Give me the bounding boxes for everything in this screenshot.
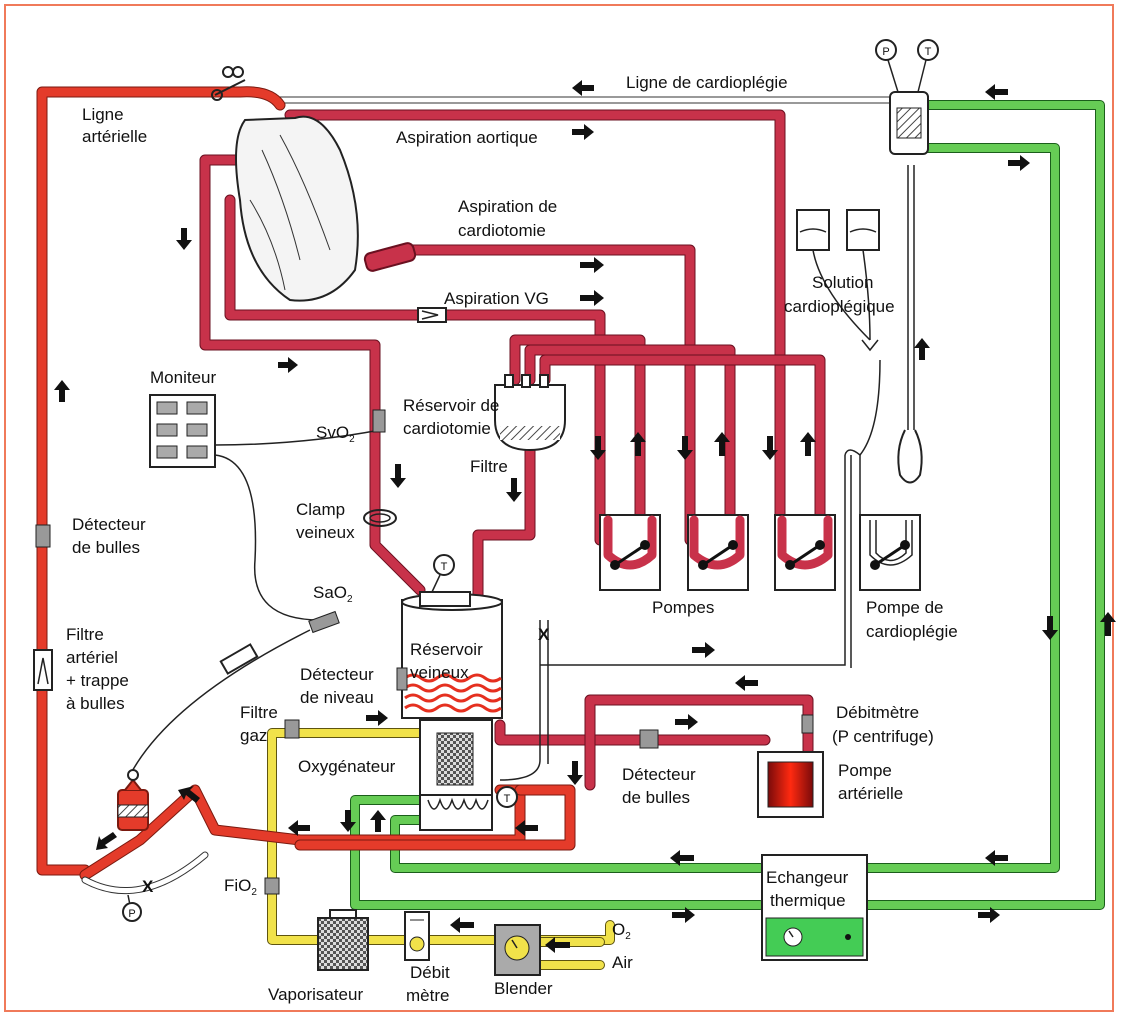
label-debitmetre: Débitmètre [836, 703, 919, 722]
arterial-line [36, 86, 576, 881]
label-o2: O2 [612, 920, 631, 942]
label-sao2: SaO2 [313, 583, 353, 605]
label-clamp-2: veineux [296, 523, 355, 542]
temperature-symbol: T [504, 793, 511, 805]
clamp-mark-pump: X [142, 877, 154, 896]
arterial-filter [117, 769, 149, 831]
monitor-icon [149, 394, 216, 468]
label-filtre-arteriel-2: artériel [66, 648, 118, 667]
vaporizer-icon [317, 909, 369, 971]
label-aspiration-aortique: Aspiration aortique [396, 128, 538, 147]
label-ligne-arterielle: Ligne [82, 105, 124, 124]
cardioplegia-bags [796, 209, 880, 352]
bubble-detector-icon [35, 524, 51, 548]
label-aspiration-vg: Aspiration VG [444, 289, 549, 308]
label-reservoir-veineux-2: veineux [410, 663, 469, 682]
labels: Ligne artérielle Ligne de cardioplégie A… [66, 73, 958, 1005]
blender-icon [494, 924, 541, 976]
label-solution-2: cardioplégique [784, 297, 895, 316]
label-detecteur-bulles: Détecteur [72, 515, 146, 534]
label-oxygenateur: Oxygénateur [298, 757, 396, 776]
label-reservoir-veineux: Réservoir [410, 640, 483, 659]
fio2-sensor-icon [264, 877, 280, 895]
label-filtre-gaz: Filtre [240, 703, 278, 722]
label-vaporisateur: Vaporisateur [268, 985, 363, 1004]
pump-roller-icon [774, 514, 836, 591]
flowmeter-icon [404, 911, 430, 961]
label-solution: Solution [812, 273, 873, 292]
label-debitmetre-2: (P centrifuge) [832, 727, 934, 746]
venous-lines [199, 109, 826, 791]
venous-reservoir [396, 591, 503, 719]
label-clamp: Clamp [296, 500, 345, 519]
cardiotomy-reservoir [494, 374, 566, 452]
pump-roller-icon [687, 514, 749, 591]
label-pompe-cardioplegie-2: cardioplégie [866, 622, 958, 641]
label-aspiration-cardiotomie-2: cardiotomie [458, 221, 546, 240]
cardioplegia-exchanger: P T [875, 39, 939, 155]
label-debit: Débit [410, 963, 450, 982]
monitor-cables [129, 429, 549, 781]
label-pompes: Pompes [652, 598, 714, 617]
label-aspiration-cardiotomie: Aspiration de [458, 197, 557, 216]
label-reservoir-cardiotomie-2: cardiotomie [403, 419, 491, 438]
label-ligne-cardioplegie: Ligne de cardioplégie [626, 73, 788, 92]
label-detecteur-niveau-2: de niveau [300, 688, 374, 707]
temperature-symbol: T [441, 561, 448, 573]
filter-icon [33, 649, 53, 691]
label-filtre: Filtre [470, 457, 508, 476]
sao2-sensor-icon [308, 610, 340, 634]
heart-icon [235, 115, 417, 302]
label-detecteur-bulles-b-2: de bulles [622, 788, 690, 807]
cardioplegia-line [271, 96, 915, 668]
clamp-mark-reservoir: X [538, 625, 550, 644]
filter-icon [219, 643, 259, 675]
pressure-gauge: P [81, 851, 209, 922]
inline-devices [33, 307, 659, 895]
arterial-pump [757, 714, 824, 818]
clamp-icon [363, 509, 397, 527]
diagram-frame [4, 4, 1114, 1012]
oxygenator-icon: T [419, 719, 518, 831]
pressure-symbol: P [128, 908, 135, 920]
temperature-probe: T [431, 554, 455, 593]
flow-arrows [54, 80, 1116, 953]
label-filtre-arteriel-3: + trappe [66, 671, 129, 690]
label-filtre-arteriel: Filtre [66, 625, 104, 644]
label-ligne-arterielle-2: artérielle [82, 127, 147, 146]
label-detecteur-niveau: Détecteur [300, 665, 374, 684]
label-detecteur-bulles-b: Détecteur [622, 765, 696, 784]
label-detecteur-bulles-2: de bulles [72, 538, 140, 557]
label-fio2: FiO2 [224, 876, 257, 898]
roller-pumps [599, 514, 921, 591]
label-blender: Blender [494, 979, 553, 998]
label-debit-2: mètre [406, 986, 449, 1005]
label-pompe-cardioplegie: Pompe de [866, 598, 944, 617]
pressure-symbol: P [882, 46, 889, 58]
svo2-sensor-icon [372, 409, 386, 433]
bubble-detector-icon [639, 729, 659, 749]
filter-icon [417, 307, 447, 323]
temperature-symbol: T [925, 46, 932, 58]
label-moniteur: Moniteur [150, 368, 216, 387]
pump-roller-icon [599, 514, 661, 591]
label-pompe-arterielle: Pompe [838, 761, 892, 780]
label-pompe-arterielle-2: artérielle [838, 784, 903, 803]
heat-exchanger-icon [761, 854, 868, 961]
label-echangeur-2: thermique [770, 891, 846, 910]
label-filtre-gaz-2: gaz [240, 726, 267, 745]
label-air: Air [612, 953, 633, 972]
gas-filter-icon [284, 719, 300, 739]
label-reservoir-cardiotomie: Réservoir de [403, 396, 499, 415]
clamp-icon [211, 66, 246, 101]
label-svo2: SvO2 [316, 423, 355, 445]
water-lines [350, 100, 1105, 910]
label-echangeur: Echangeur [766, 868, 849, 887]
pump-roller-icon [859, 514, 921, 591]
label-filtre-arteriel-4: à bulles [66, 694, 125, 713]
